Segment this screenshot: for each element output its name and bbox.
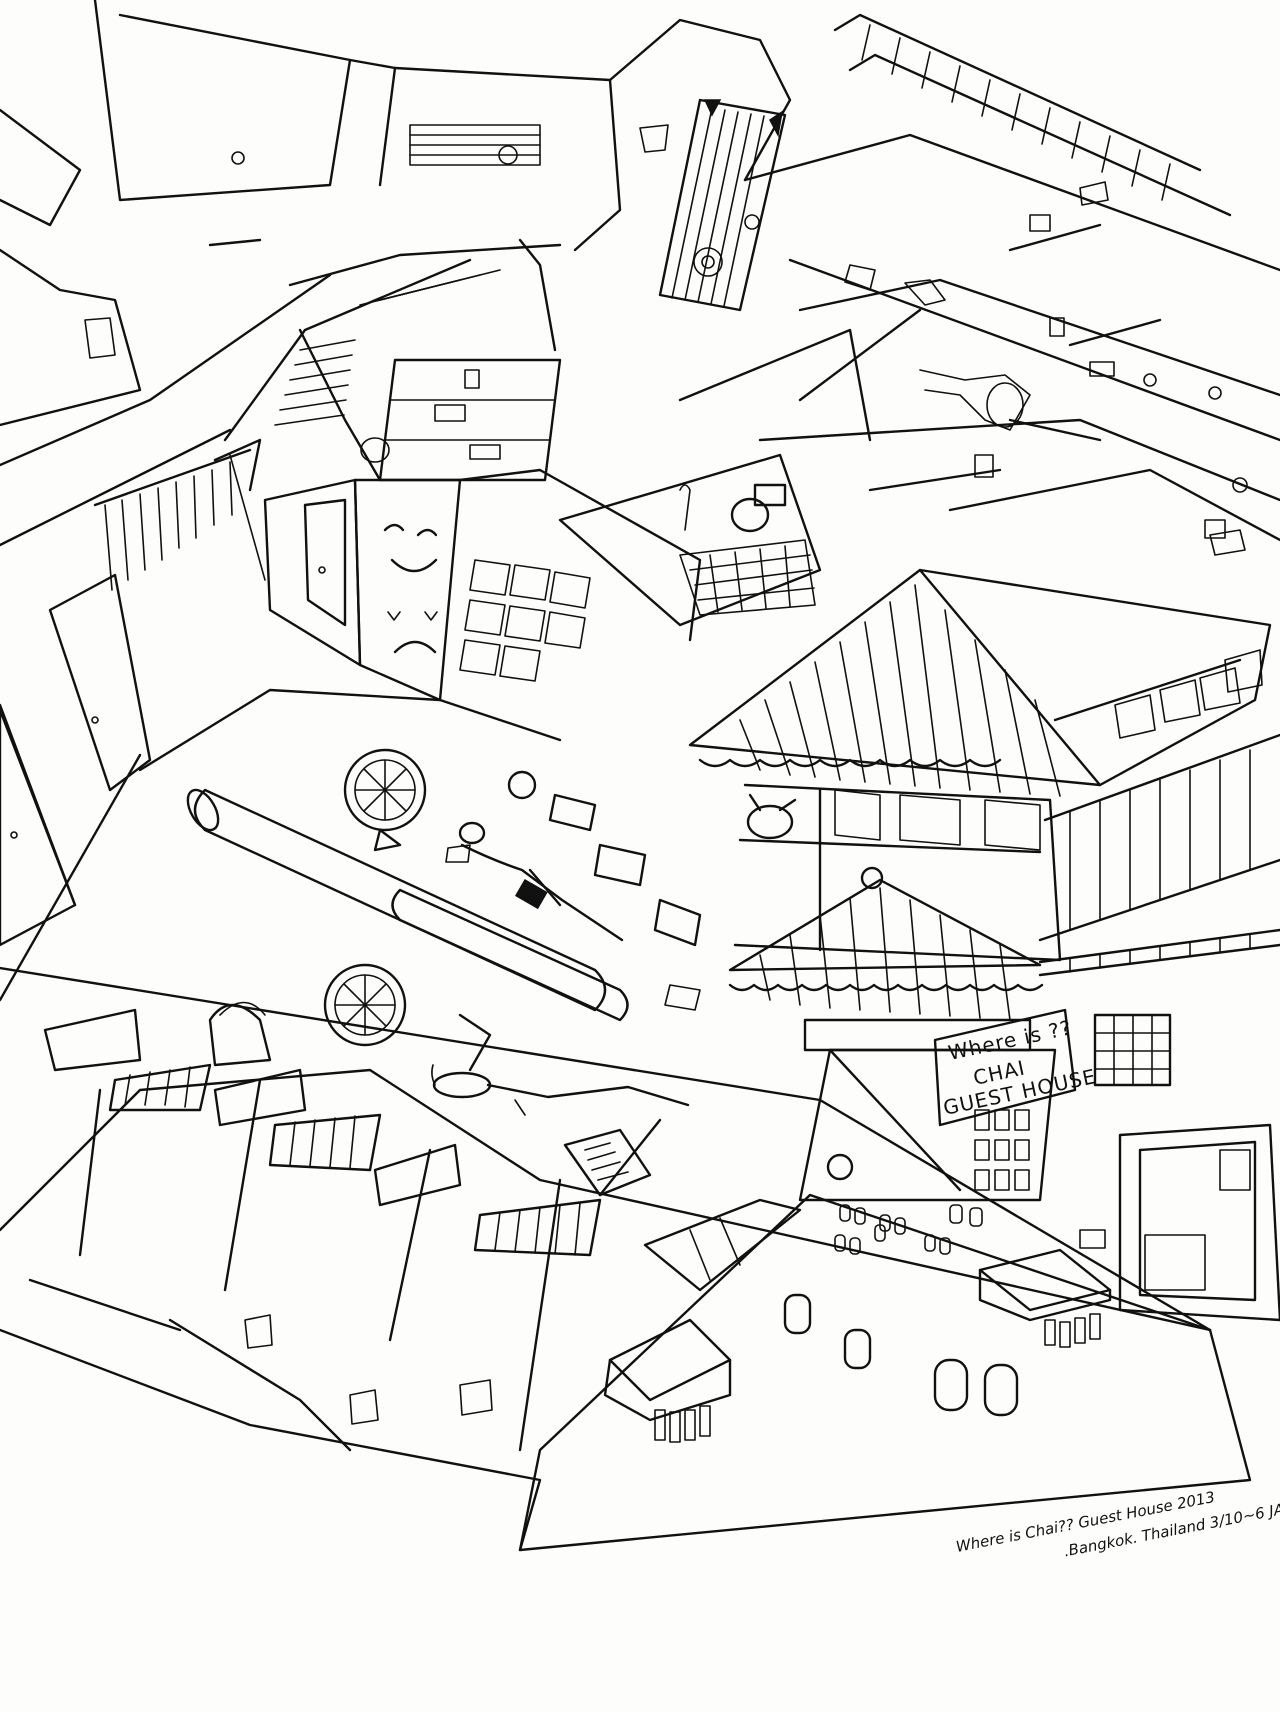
low-tables	[548, 793, 702, 1011]
guest-house-sign: Where is ?? CHAI GUEST HOUSE	[933, 1008, 1098, 1127]
balcony-railing	[1038, 733, 1280, 942]
stool-right	[978, 1229, 1112, 1348]
fan-upper	[343, 748, 427, 852]
face-building	[263, 468, 702, 742]
menu-board	[563, 1118, 662, 1197]
front-step	[518, 1123, 1280, 1552]
bathroom	[558, 453, 822, 627]
staircase	[213, 238, 562, 581]
courtyard-floor	[0, 688, 1212, 1332]
shoes	[783, 1204, 1019, 1417]
top-rooms	[93, 0, 792, 312]
upper-right-terrace	[678, 13, 1280, 556]
stool-left	[603, 1318, 732, 1443]
vent-louvres	[108, 1063, 602, 1257]
fan-lower	[323, 963, 407, 1047]
person-reading	[445, 821, 624, 942]
door-panels	[974, 1109, 1030, 1191]
bead-curtain	[104, 461, 233, 591]
guest-house-building	[688, 568, 1280, 1202]
window-grid	[459, 559, 591, 682]
lower-gable-ribs	[759, 887, 1011, 1021]
person-long-hair	[431, 1013, 690, 1116]
roof-ribs	[739, 584, 1061, 797]
lower-rooms	[0, 1008, 1212, 1552]
left-corridor	[0, 108, 332, 947]
upper-windows	[1114, 649, 1263, 739]
artist-caption: Where is Chai?? Guest House 2013 .Bangko…	[954, 1488, 1280, 1560]
